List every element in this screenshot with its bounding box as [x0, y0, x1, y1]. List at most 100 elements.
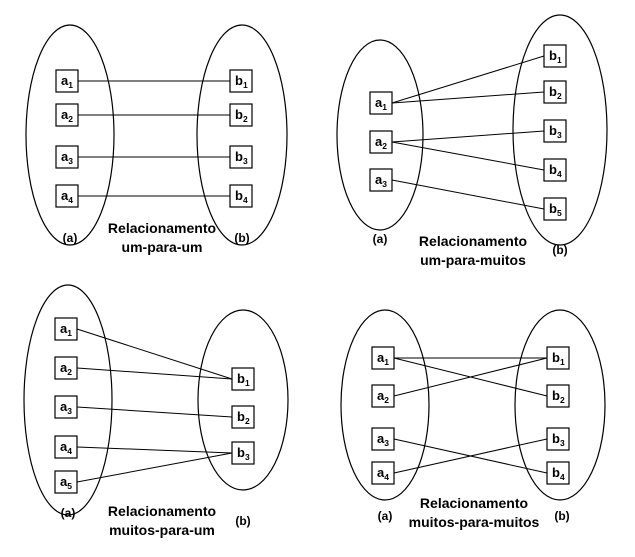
element-box — [55, 69, 79, 93]
set-b-label: (b) — [552, 243, 567, 257]
a-element-2: a2 — [54, 356, 78, 380]
element-box — [371, 427, 395, 451]
element-subscript: 3 — [557, 130, 562, 140]
element-box — [543, 119, 567, 143]
element-subscript: 5 — [557, 208, 562, 218]
element-box — [546, 461, 570, 485]
element-box — [546, 427, 570, 451]
caption-title: Relacionamento — [108, 503, 216, 519]
set-a-ellipse — [25, 24, 115, 246]
element-subscript: 1 — [68, 80, 73, 90]
a-element-1: a1 — [55, 69, 79, 93]
b-element-1: b1 — [229, 69, 253, 93]
element-box — [54, 435, 78, 459]
element-subscript: 2 — [243, 114, 248, 124]
element-box — [54, 356, 78, 380]
set-b-ellipse — [512, 14, 608, 246]
a-element-5: a5 — [54, 470, 78, 494]
element-subscript: 1 — [245, 378, 250, 388]
element-subscript: 3 — [382, 179, 387, 189]
b-element-3: b3 — [543, 119, 567, 143]
caption-title: Relacionamento — [419, 233, 527, 249]
b-element-4: b4 — [229, 184, 253, 208]
element-box — [546, 346, 570, 370]
a-element-3: a3 — [54, 395, 78, 419]
element-box — [231, 405, 255, 429]
relationship-link — [76, 446, 233, 454]
set-b-ellipse — [514, 309, 606, 501]
element-subscript: 2 — [68, 114, 73, 124]
relationship-link — [391, 55, 545, 104]
b-element-4: b4 — [543, 158, 567, 182]
element-subscript: 1 — [557, 55, 562, 65]
element-subscript: 3 — [68, 156, 73, 166]
b-element-2: b2 — [546, 384, 570, 408]
relationship-link — [76, 406, 233, 418]
element-subscript: 1 — [382, 102, 387, 112]
a-element-4: a4 — [371, 461, 395, 485]
caption-title: Relacionamento — [108, 220, 216, 236]
set-a-ellipse — [336, 39, 424, 231]
element-subscript: 3 — [384, 438, 389, 448]
element-box — [369, 130, 393, 154]
set-a-label: (a) — [61, 506, 76, 520]
element-box — [229, 145, 253, 169]
element-subscript: 3 — [560, 438, 565, 448]
a-element-4: a4 — [55, 184, 79, 208]
set-b-ellipse — [197, 309, 289, 491]
b-element-5: b5 — [543, 197, 567, 221]
set-a-label: (a) — [378, 509, 393, 523]
set-a-label: (a) — [373, 232, 388, 246]
caption-subtitle: um-para-um — [122, 239, 203, 255]
element-box — [543, 44, 567, 68]
element-box — [54, 470, 78, 494]
b-element-2: b2 — [543, 80, 567, 104]
b-element-3: b3 — [546, 427, 570, 451]
relationship-link — [393, 357, 548, 397]
diagram-one-to-one: a1a2a3a4b1b2b3b4(a)(b)Relacionamentoum-p… — [25, 24, 288, 255]
element-subscript: 5 — [67, 481, 72, 491]
b-element-4: b4 — [546, 461, 570, 485]
a-element-1: a1 — [371, 346, 395, 370]
element-subscript: 3 — [245, 452, 250, 462]
element-box — [369, 91, 393, 115]
element-subscript: 2 — [382, 141, 387, 151]
element-box — [55, 184, 79, 208]
element-box — [546, 384, 570, 408]
caption-title: Relacionamento — [420, 495, 528, 511]
relationship-link — [391, 179, 545, 210]
element-box — [229, 103, 253, 127]
element-subscript: 3 — [67, 406, 72, 416]
relationship-link — [76, 328, 233, 380]
element-box — [543, 197, 567, 221]
relationship-link — [391, 91, 545, 104]
relationship-link — [391, 130, 545, 143]
set-b-ellipse — [196, 24, 288, 246]
element-subscript: 1 — [243, 80, 248, 90]
element-box — [231, 441, 255, 465]
b-element-1: b1 — [543, 44, 567, 68]
b-element-2: b2 — [229, 103, 253, 127]
b-element-2: b2 — [231, 405, 255, 429]
element-subscript: 4 — [384, 472, 389, 482]
element-subscript: 3 — [243, 156, 248, 166]
relationship-link — [76, 367, 233, 380]
a-element-1: a1 — [54, 317, 78, 341]
element-subscript: 4 — [560, 472, 565, 482]
element-box — [371, 461, 395, 485]
a-element-2: a2 — [369, 130, 393, 154]
element-subscript: 4 — [67, 446, 72, 456]
caption-subtitle: muitos-para-um — [109, 522, 215, 538]
element-subscript: 2 — [384, 395, 389, 405]
element-box — [55, 145, 79, 169]
a-element-3: a3 — [371, 427, 395, 451]
set-a-label: (a) — [63, 231, 78, 245]
set-b-label: (b) — [234, 231, 249, 245]
element-box — [229, 184, 253, 208]
a-element-1: a1 — [369, 91, 393, 115]
element-subscript: 2 — [557, 91, 562, 101]
b-element-1: b1 — [546, 346, 570, 370]
a-element-3: a3 — [369, 168, 393, 192]
b-element-1: b1 — [231, 367, 255, 391]
